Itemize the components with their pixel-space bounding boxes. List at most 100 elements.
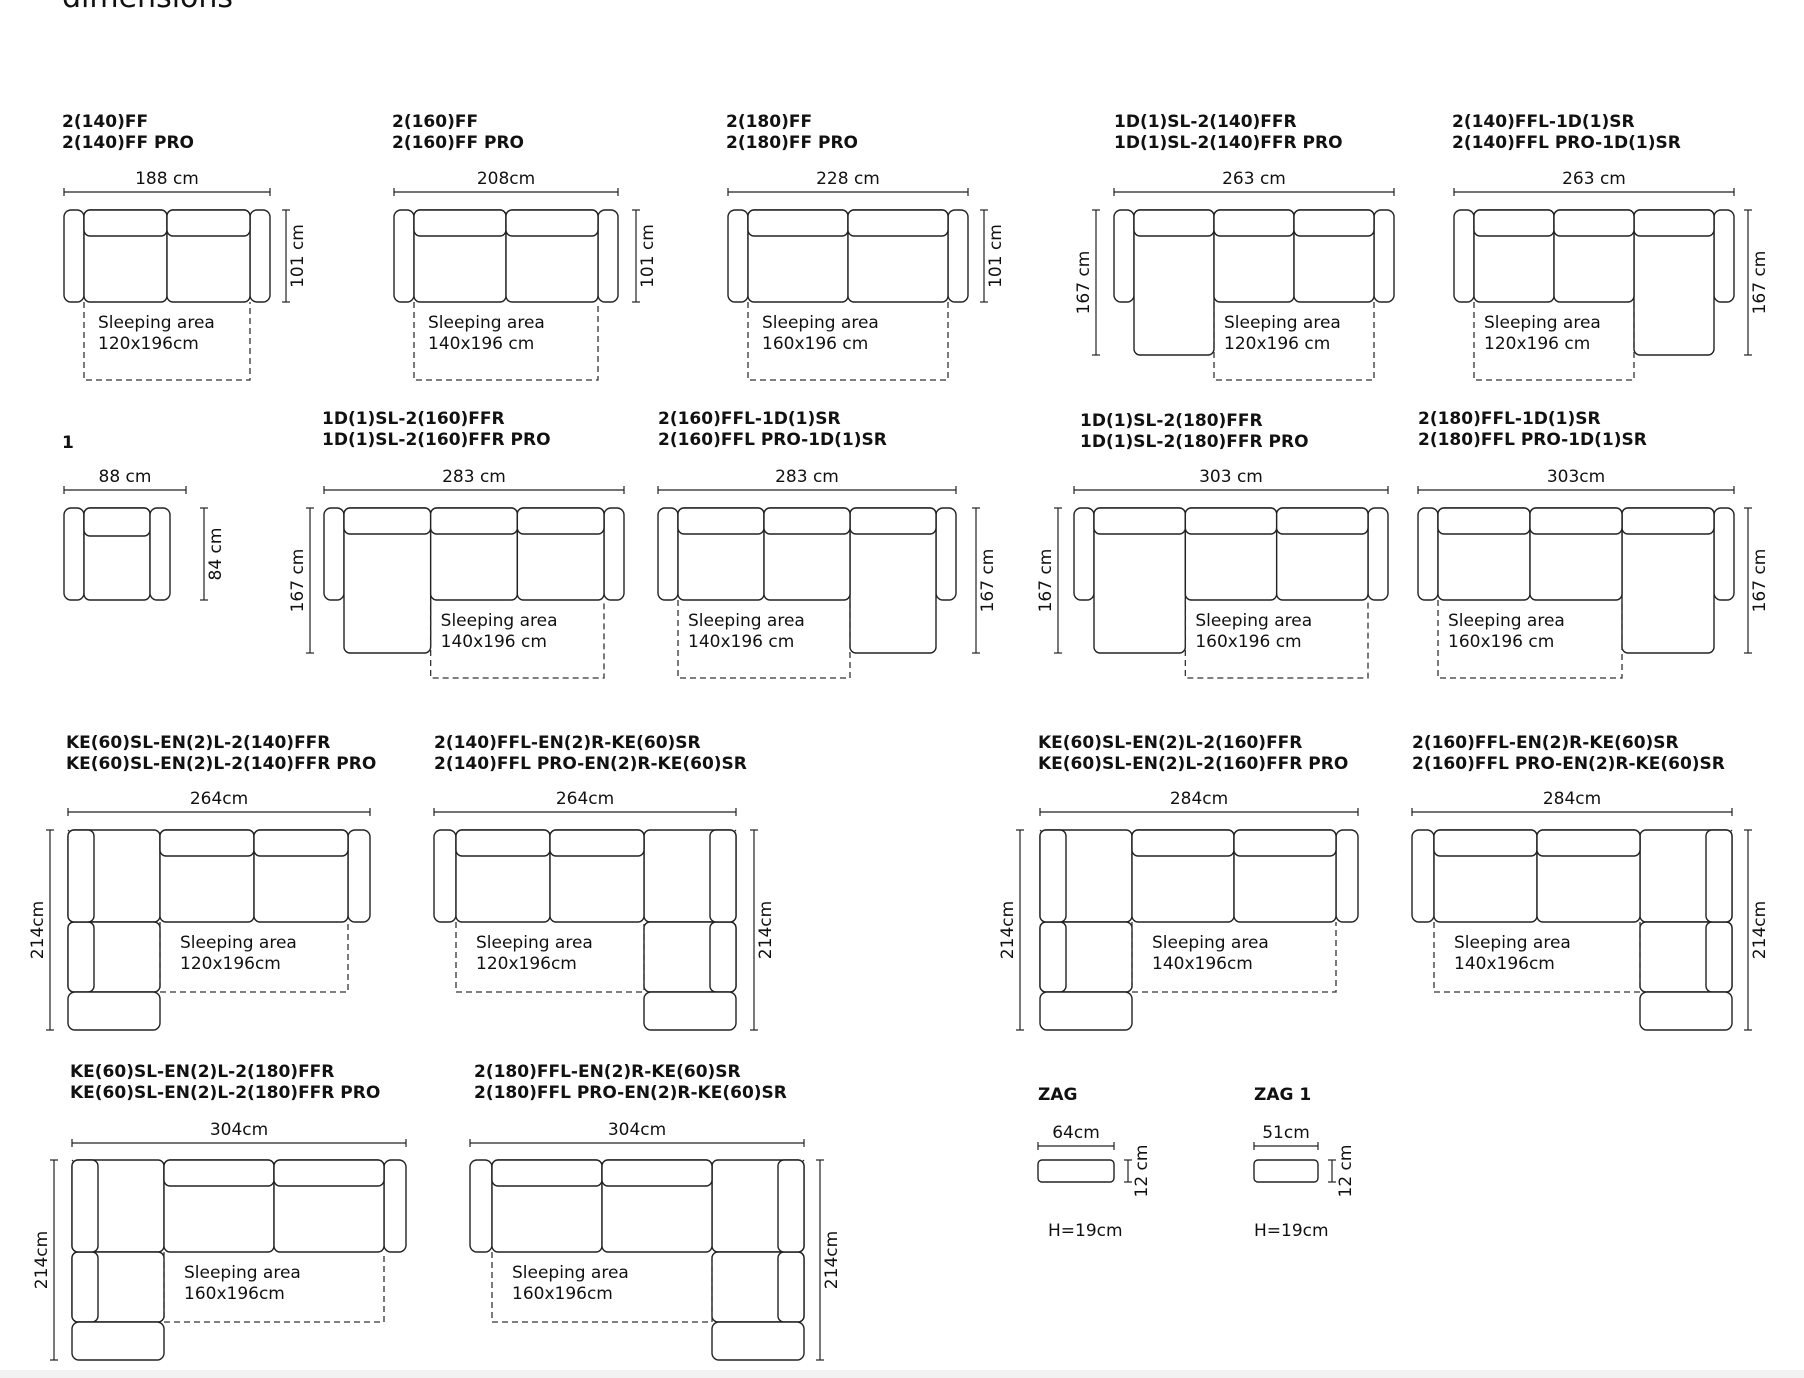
height-label: H=19cm	[1048, 1221, 1123, 1241]
model-name: 2(140)FF	[62, 112, 148, 132]
back-cushion	[83, 209, 168, 237]
model-m5: 2(140)FFL-1D(1)SR2(140)FFL PRO-1D(1)SR26…	[1452, 112, 1770, 381]
back-cushion	[1093, 507, 1187, 535]
side-back-cushion	[777, 1159, 805, 1253]
width-dimension-label: 228 cm	[816, 169, 880, 189]
back-cushion	[747, 209, 849, 237]
zag-cushion	[1253, 1159, 1319, 1183]
ottoman	[643, 991, 737, 1031]
arm-left	[727, 209, 749, 303]
sleeping-area-size: 120x196cm	[476, 954, 577, 974]
sleeping-area-label: Sleeping area	[428, 313, 545, 333]
model-name: KE(60)SL-EN(2)L-2(180)FFR PRO	[70, 1083, 380, 1103]
depth-dimension-label: 214cm	[756, 901, 776, 959]
model-name: 2(180)FFL-EN(2)R-KE(60)SR	[474, 1062, 741, 1082]
end-back-cushion	[709, 921, 737, 993]
arm	[469, 1159, 493, 1253]
model-name: 2(140)FFL-EN(2)R-KE(60)SR	[434, 733, 701, 753]
depth-dimension-label: 214cm	[1750, 901, 1770, 959]
back-cushion	[1275, 507, 1369, 535]
arm-left	[1417, 507, 1439, 601]
sleeping-area-size: 120x196 cm	[1484, 334, 1590, 354]
width-dimension-label: 303 cm	[1199, 467, 1263, 487]
ottoman	[67, 991, 161, 1031]
arm-left	[63, 507, 85, 601]
width-dimension-label: 284cm	[1170, 789, 1228, 809]
sleeping-area-label: Sleeping area	[1152, 933, 1269, 953]
sleeping-area-size: 160x196 cm	[1195, 632, 1301, 652]
model-name: ZAG	[1038, 1085, 1077, 1105]
back-cushion	[847, 209, 949, 237]
sleeping-area-outline	[163, 1252, 385, 1323]
arm-right	[249, 209, 271, 303]
arm	[347, 829, 371, 923]
model-name: 2(140)FFL PRO-EN(2)R-KE(60)SR	[434, 754, 747, 774]
sleeping-area-label: Sleeping area	[98, 313, 215, 333]
arm	[1335, 829, 1359, 923]
model-name: 2(160)FFL-1D(1)SR	[658, 409, 841, 429]
back-cushion	[163, 1159, 275, 1187]
width-dimension-label: 264cm	[190, 789, 248, 809]
back-cushion	[159, 829, 255, 857]
model-name: 1D(1)SL-2(180)FFR	[1080, 411, 1263, 431]
sleeping-area-label: Sleeping area	[1484, 313, 1601, 333]
side-back-cushion	[71, 1159, 99, 1253]
depth-dimension-label: 167 cm	[1750, 549, 1770, 613]
model-name: 2(180)FF	[726, 112, 812, 132]
sleeping-area-label: Sleeping area	[180, 933, 297, 953]
arm-right	[1713, 507, 1735, 601]
end-back-cushion	[1705, 921, 1733, 993]
arm-left	[1073, 507, 1095, 601]
sleeping-area-label: Sleeping area	[476, 933, 593, 953]
arm	[383, 1159, 407, 1253]
height-label: H=19cm	[1254, 1221, 1329, 1241]
depth-dimension-label: 12 cm	[1336, 1145, 1356, 1198]
arm-right	[597, 209, 619, 303]
model-name: 1D(1)SL-2(140)FFR PRO	[1114, 133, 1343, 153]
depth-dimension-label: 12 cm	[1132, 1145, 1152, 1198]
width-dimension-label: 64cm	[1052, 1123, 1100, 1143]
arm-right	[1713, 209, 1735, 303]
back-cushion	[849, 507, 937, 535]
sleeping-area-label: Sleeping area	[688, 611, 805, 631]
arm-right	[1367, 507, 1389, 601]
sleeping-area-label: Sleeping area	[1454, 933, 1571, 953]
model-m17: ZAG 64cm 12 cm H=19cm	[1037, 1085, 1152, 1241]
width-dimension-label: 283 cm	[775, 467, 839, 487]
model-name: 2(180)FFL PRO-EN(2)R-KE(60)SR	[474, 1083, 787, 1103]
side-back-cushion	[1039, 829, 1067, 923]
back-cushion	[1433, 829, 1538, 857]
depth-dimension-label: 214cm	[822, 1231, 842, 1289]
ottoman	[71, 1321, 165, 1361]
model-name: 1D(1)SL-2(140)FFR	[1114, 112, 1297, 132]
back-cushion	[1213, 209, 1295, 237]
model-name: 2(180)FFL PRO-1D(1)SR	[1418, 430, 1647, 450]
model-name: 2(140)FFL-1D(1)SR	[1452, 112, 1635, 132]
model-name: KE(60)SL-EN(2)L-2(140)FFR	[66, 733, 330, 753]
sleeping-area-label: Sleeping area	[1195, 611, 1312, 631]
back-cushion	[1184, 507, 1278, 535]
model-m15: KE(60)SL-EN(2)L-2(180)FFRKE(60)SL-EN(2)L…	[32, 1062, 407, 1361]
back-cushion	[1633, 209, 1715, 237]
width-dimension-label: 51cm	[1262, 1123, 1310, 1143]
side-back-cushion	[709, 829, 737, 923]
model-name: 2(160)FFL-EN(2)R-KE(60)SR	[1412, 733, 1679, 753]
side-back-cushion	[1705, 829, 1733, 923]
page-title: dimensions	[62, 0, 233, 18]
arm-left	[1113, 209, 1135, 303]
end-back-cushion	[67, 921, 95, 993]
sleeping-area-size: 160x196cm	[184, 1284, 285, 1304]
depth-dimension-label: 84 cm	[206, 528, 226, 581]
depth-dimension-label: 101 cm	[638, 224, 658, 288]
sleeping-area-outline	[455, 922, 645, 993]
back-cushion	[455, 829, 551, 857]
depth-dimension-label: 167 cm	[1036, 549, 1056, 613]
model-name: 2(180)FFL-1D(1)SR	[1418, 409, 1601, 429]
sleeping-area-label: Sleeping area	[1224, 313, 1341, 333]
depth-dimension-label: 101 cm	[986, 224, 1006, 288]
arm	[1411, 829, 1435, 923]
